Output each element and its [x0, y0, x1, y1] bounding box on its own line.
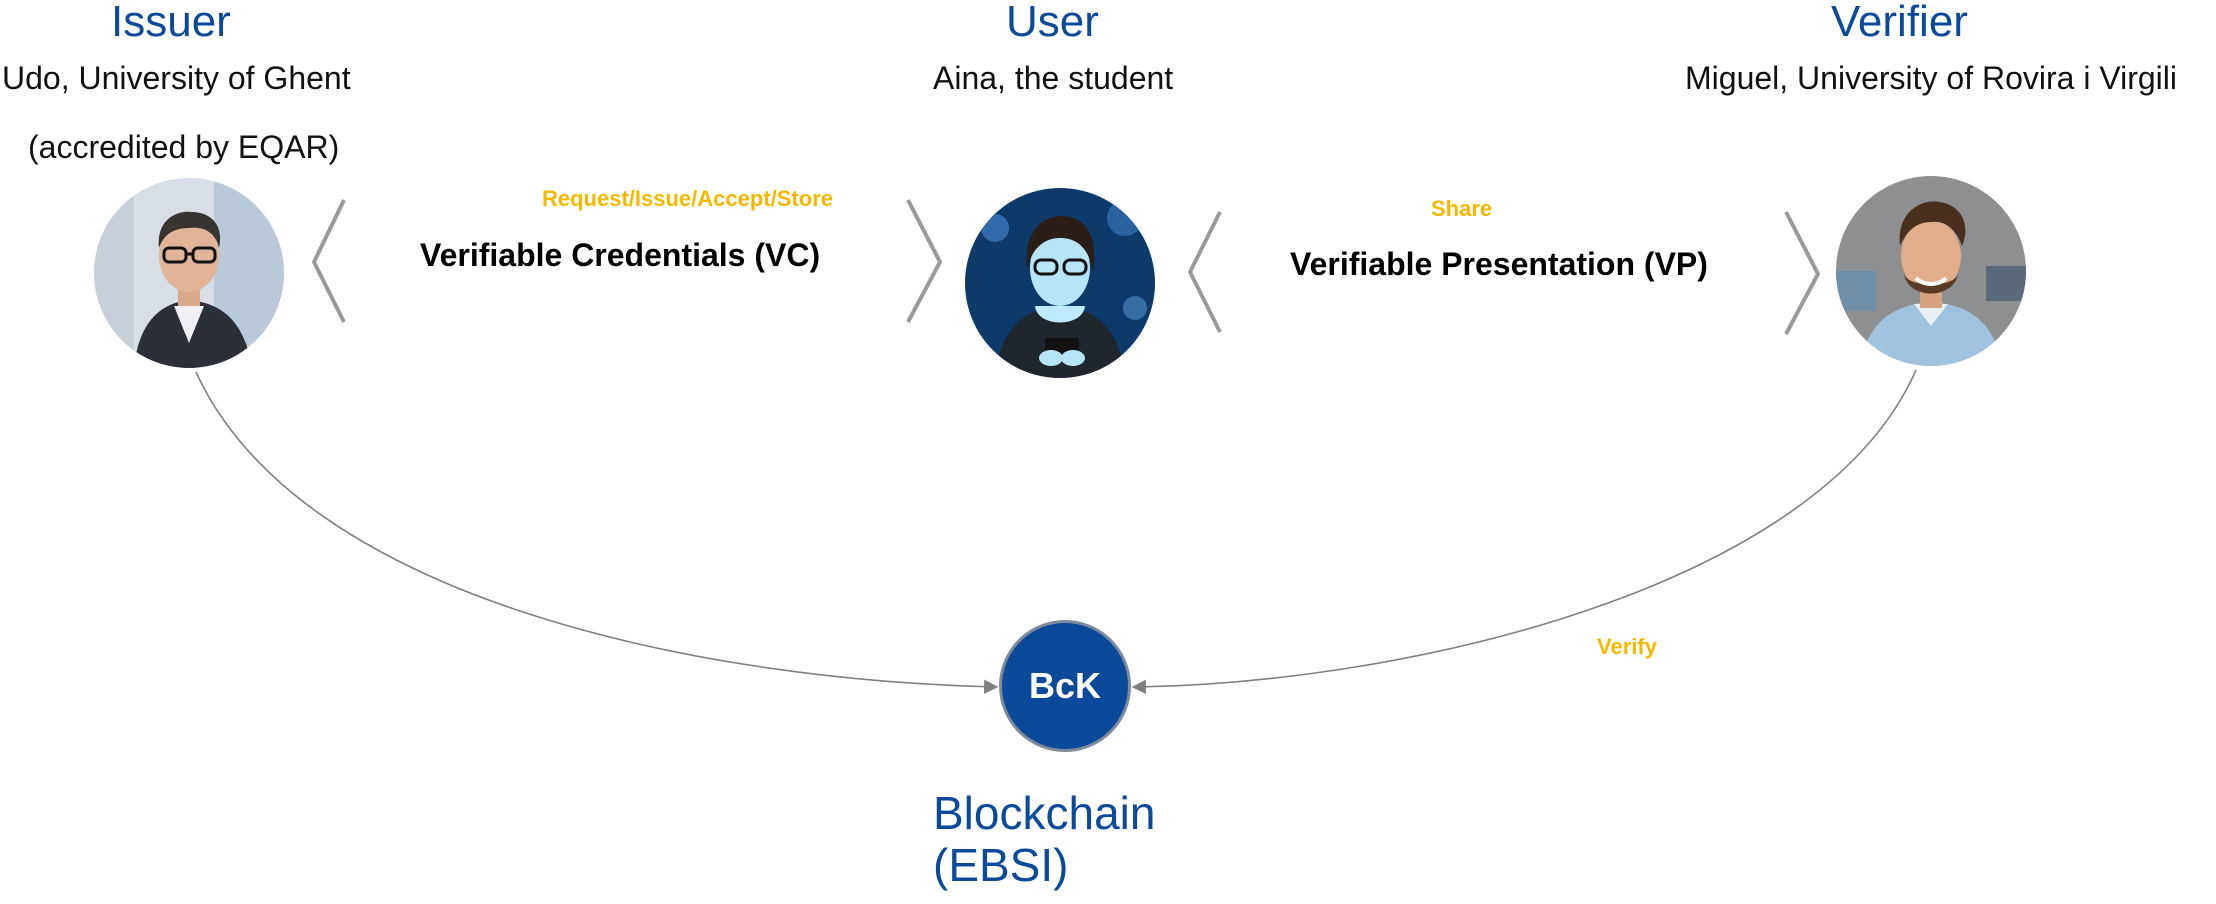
issuer-name: Udo, University of Ghent	[2, 60, 351, 96]
verifier-avatar	[1836, 176, 2026, 366]
issuer-title: Issuer	[111, 0, 231, 46]
verify-action-label: Verify	[1597, 634, 1657, 659]
issuer-photo-icon	[94, 178, 284, 368]
vp-flow-label: Verifiable Presentation (VP)	[1290, 246, 1708, 282]
user-avatar	[965, 188, 1155, 378]
vp-left-chevron	[1187, 211, 1222, 333]
issuer-accreditation: (accredited by EQAR)	[28, 129, 340, 165]
verifier-name: Miguel, University of Rovira i Virgili	[1685, 60, 2177, 96]
user-title: User	[1006, 0, 1099, 46]
blockchain-title-line1: Blockchain	[933, 787, 1156, 839]
verifier-to-blockchain-arrow	[1131, 369, 1917, 695]
issuer-avatar	[94, 178, 284, 368]
blockchain-node-label: BcK	[1028, 665, 1102, 706]
vc-action-label: Request/Issue/Accept/Store	[542, 186, 833, 211]
verifier-title: Verifier	[1831, 0, 1968, 46]
blockchain-title: Blockchain (EBSI)	[933, 787, 1156, 891]
vp-right-chevron	[1784, 211, 1821, 335]
vc-flow-label: Verifiable Credentials (VC)	[420, 237, 821, 273]
user-photo-icon	[965, 188, 1155, 378]
user-name: Aina, the student	[933, 60, 1174, 96]
vc-left-chevron	[311, 199, 346, 323]
vp-action-label: Share	[1431, 196, 1493, 221]
blockchain-node: BcK	[999, 620, 1131, 752]
vc-right-chevron	[906, 199, 943, 323]
verifier-photo-icon	[1836, 176, 2026, 366]
blockchain-title-line2: (EBSI)	[933, 838, 1069, 891]
issuer-to-blockchain-arrow	[195, 371, 999, 694]
